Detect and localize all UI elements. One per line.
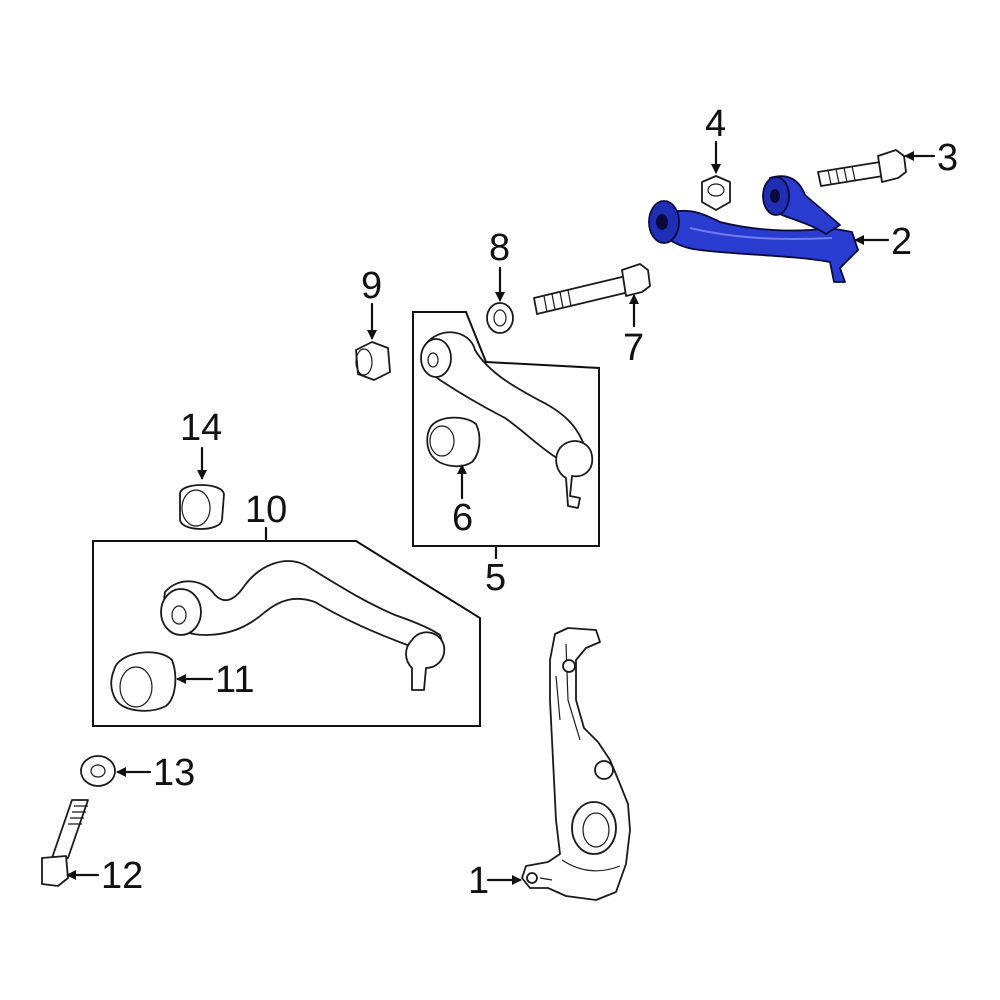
knuckle-upper-hole [562, 659, 576, 673]
callout-3: 3 [937, 137, 958, 179]
knuckle-mount-hole [594, 760, 614, 780]
lower-front-arm-10[interactable] [160, 560, 446, 691]
bolt-3-thread [827, 165, 856, 185]
bushing-6-body [426, 416, 481, 468]
callout-8: 8 [489, 227, 510, 269]
callout-labels: 1 2 3 4 5 6 7 8 9 10 11 12 13 14 [101, 103, 958, 902]
bolt-12-head [41, 855, 69, 887]
upper-arm-rear-bushing-eye [770, 189, 780, 203]
lower-front-arm-balljoint [405, 631, 446, 691]
callout-10: 10 [245, 489, 287, 531]
bolt-3-shank [817, 161, 884, 187]
nut-4-body [701, 175, 731, 211]
sleeve-14-face [181, 489, 211, 527]
callout-1: 1 [468, 860, 489, 902]
callout-2: 2 [891, 221, 912, 263]
sleeve-14-body [179, 484, 225, 530]
bolt-7-head [621, 263, 651, 297]
upper-arm-body [659, 209, 859, 283]
sleeve-14[interactable] [179, 484, 225, 530]
leader-lines [66, 140, 936, 885]
washer-8-outer [486, 302, 514, 334]
callout-7: 7 [623, 327, 644, 369]
lower-rear-arm-balljoint [555, 440, 594, 509]
group-box-5 [412, 311, 600, 547]
callout-5: 5 [485, 557, 506, 599]
upper-arm-front-bushing-eye [656, 214, 668, 230]
washer-8[interactable] [486, 302, 514, 334]
knuckle-body [521, 627, 631, 901]
washer-8-inner [493, 309, 507, 327]
bolt-12-shank [51, 799, 89, 859]
callout-11: 11 [215, 659, 254, 701]
group-box-10 [92, 540, 481, 727]
nut-9-face [355, 348, 373, 376]
nut-9[interactable] [355, 341, 391, 381]
lower-rear-arm-bushing-eye [427, 352, 439, 368]
bushing-11-face [119, 666, 153, 708]
lower-front-arm-bushing-eye [171, 605, 187, 625]
bolt-3-head [877, 149, 907, 183]
upper-arm-highlight-stroke [689, 227, 833, 240]
lower-rear-arm-5[interactable] [420, 331, 594, 509]
upper-control-arm[interactable] [648, 175, 859, 283]
callout-12: 12 [101, 855, 143, 897]
knuckle-lower-hole [526, 872, 538, 884]
callout-9: 9 [361, 265, 382, 307]
bolt-3[interactable] [817, 149, 907, 187]
callout-6: 6 [452, 497, 473, 539]
lower-front-arm-bushing [160, 588, 202, 636]
callout-13: 13 [153, 752, 195, 794]
lower-rear-arm-bushing [420, 338, 452, 378]
knuckle-hub-bore [571, 801, 617, 855]
bushing-11-body [110, 651, 177, 712]
bushing-6[interactable] [426, 416, 481, 468]
steering-knuckle-1[interactable] [521, 627, 631, 901]
bushing-6-face [429, 425, 455, 457]
callout-4: 4 [705, 103, 726, 145]
washer-13[interactable] [80, 755, 116, 787]
nut-9-body [355, 341, 391, 381]
knuckle-hub-bore-inner [582, 812, 610, 848]
nut-4-hole [707, 183, 725, 197]
bushing-11[interactable] [110, 651, 177, 712]
bolt-12[interactable] [41, 799, 89, 887]
bolt-7[interactable] [533, 263, 651, 315]
washer-13-inner [90, 764, 106, 778]
lower-front-arm-body [163, 560, 445, 656]
bolt-7-shank [533, 275, 630, 315]
knuckle-lower-detail [539, 859, 621, 881]
nut-4[interactable] [701, 175, 731, 211]
bolt-12-thread [68, 805, 88, 825]
callout-14: 14 [180, 407, 222, 449]
washer-13-outer [80, 755, 116, 787]
bolt-7-thread [543, 289, 572, 313]
